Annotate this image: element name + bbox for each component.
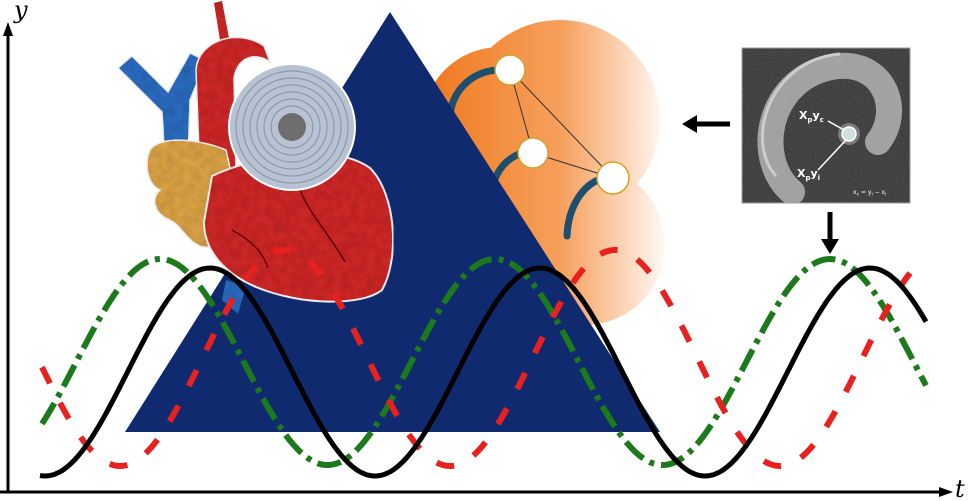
label-upper-x: X [799,109,808,122]
micrograph-grain [742,48,910,203]
arrow-left-head [682,115,697,133]
graph-node-3 [596,161,630,195]
inset-label-upper: Xpyc [799,109,824,124]
teal-link-3 [563,176,602,240]
eq-minus-x: − x [873,189,886,196]
wave-black-solid [39,265,929,479]
disc-ring [249,84,335,170]
heart-coronary-line-2 [231,229,269,269]
label-lower-y-sub: i [818,174,820,182]
disc-ring [235,70,349,184]
disc-ring [270,105,314,149]
eq-y: = y [859,189,872,196]
arrow-left [682,115,730,133]
x-axis-label: t [955,475,965,501]
arrow-down [821,212,839,254]
eq-x-sub: c [857,193,860,198]
graph-edge-2 [509,69,614,179]
inset-equation: xc = yi − xi [853,189,886,198]
label-lower-x-sub: p [805,174,810,182]
disc-ring [256,91,328,163]
label-upper-y: y [813,109,820,122]
inset-label-lower: Xpyi [797,167,820,182]
label-lower-y: y [811,167,818,180]
micrograph-bright-spot [841,126,857,142]
pointer-line-upper [827,120,845,131]
eq-x2-sub: i [885,192,886,198]
wave-green-dashdot [39,255,929,468]
graph-node-1 [494,54,526,86]
disc-center [278,113,306,141]
heart-blue-strip [222,280,246,314]
micrograph-inset: Xpyc Xpyi xc = yi − xi [741,47,911,204]
eq-x: x [853,189,857,196]
y-axis-arrowhead [3,22,13,36]
heart-top-vessel [214,1,229,40]
pointer-line-lower [817,139,847,171]
eq-y-sub: i [871,192,872,198]
concentric-disc [228,63,356,191]
graph-node-2 [517,137,549,169]
disc-ring [263,98,321,156]
label-lower-x: X [797,167,806,180]
x-axis-arrowhead [939,487,953,497]
label-upper-x-sub: p [807,116,812,124]
disc-ring [242,77,342,177]
label-upper-y-sub: c [820,116,824,124]
heart-coronary-line-1 [299,189,346,263]
y-axis-label: y [13,0,28,24]
wave-red-dashed [39,247,913,470]
arrow-down-head [821,239,839,254]
